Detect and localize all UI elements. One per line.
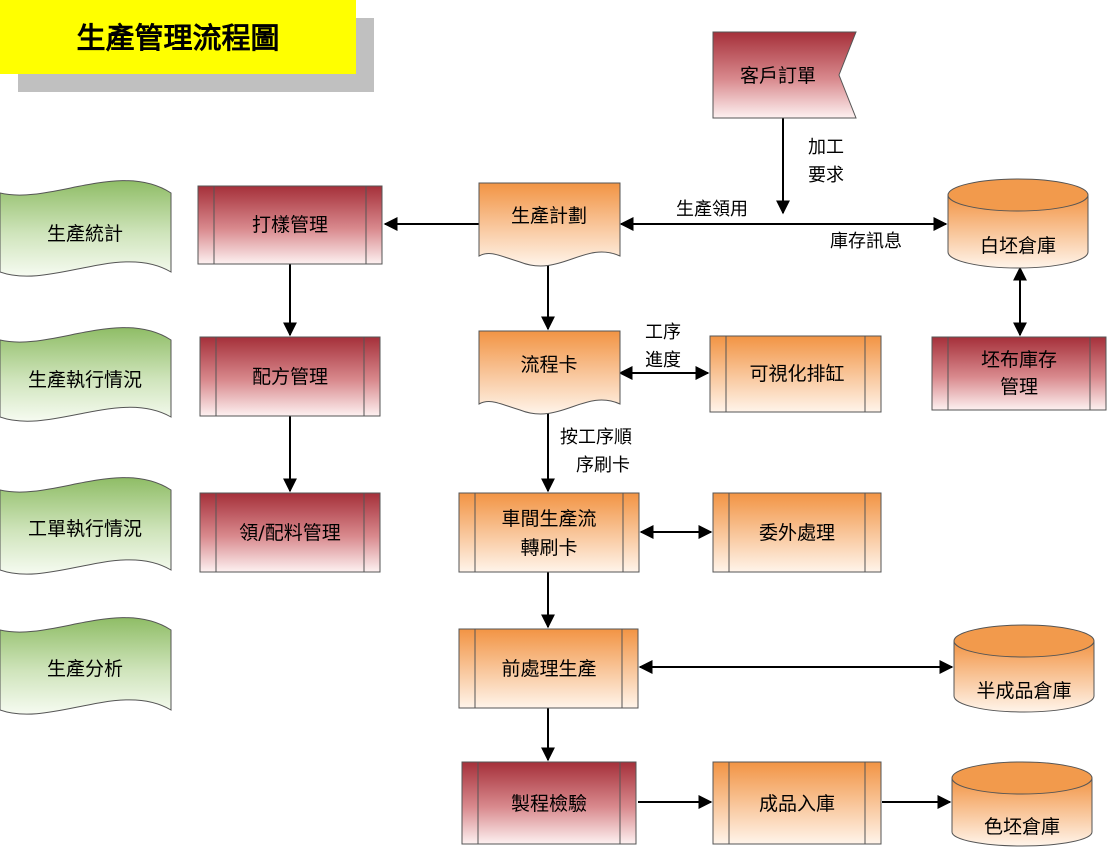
node-color-warehouse[interactable]: 色坯倉庫 — [951, 761, 1093, 847]
node-label: 半成品倉庫 — [976, 680, 1071, 702]
node-cap — [947, 178, 1089, 212]
node-visual-dyeing[interactable]: 可視化排缸 — [709, 335, 882, 413]
report-shape — [0, 327, 172, 422]
node-shape — [458, 492, 640, 573]
edge-label-production-use: 生產領用 — [676, 199, 748, 220]
node-label: 生產計劃 — [511, 205, 587, 227]
report-label: 生產統計 — [47, 223, 123, 245]
edge-label-progress-1: 工序 — [645, 322, 681, 343]
report-label: 生產分析 — [47, 658, 123, 680]
node-shape — [458, 628, 639, 709]
node-recipe-mgmt[interactable]: 配方管理 — [199, 336, 381, 417]
node-shape — [461, 761, 637, 845]
node-shape — [709, 335, 882, 413]
edge-labels: 加工 要求 生產領用 庫存訊息 工序 進度 按工序順 序刷卡 — [560, 137, 902, 476]
report-statistics[interactable]: 生產統計 — [0, 180, 172, 277]
report-execution[interactable]: 生產執行情況 — [0, 327, 172, 422]
edge-label-inventory-info: 庫存訊息 — [830, 231, 902, 252]
node-shape — [478, 330, 621, 415]
edge-label-processing-2: 要求 — [808, 165, 844, 186]
node-finished-storage[interactable]: 成品入庫 — [712, 761, 882, 845]
node-label: 前處理生產 — [501, 658, 596, 680]
node-sampling-mgmt[interactable]: 打樣管理 — [197, 185, 383, 265]
node-shape — [712, 31, 857, 119]
node-label: 配方管理 — [252, 366, 328, 388]
node-label: 色坯倉庫 — [984, 816, 1060, 838]
edge-label-swipe-1: 按工序順 — [560, 427, 632, 448]
connectors — [283, 118, 1027, 809]
node-label: 可視化排缸 — [749, 363, 844, 385]
node-shape — [953, 640, 1095, 713]
node-pretreatment[interactable]: 前處理生產 — [458, 628, 639, 709]
edge-label-processing-1: 加工 — [808, 137, 844, 158]
node-shape — [951, 777, 1093, 847]
report-shape — [0, 180, 172, 277]
page-title: 生產管理流程圖 — [76, 21, 279, 55]
node-material-mgmt[interactable]: 領/配料管理 — [199, 492, 381, 573]
node-shape — [197, 185, 383, 265]
node-label: 製程檢驗 — [511, 793, 587, 815]
node-shape — [478, 182, 621, 267]
node-shape — [712, 492, 882, 573]
title-background — [0, 0, 356, 74]
edge-label-progress-2: 進度 — [645, 350, 681, 371]
node-greige-warehouse[interactable]: 白坯倉庫 — [947, 178, 1089, 269]
node-label: 車間生產流 — [501, 508, 596, 530]
report-label: 生產執行情況 — [28, 369, 142, 391]
report-shape — [0, 617, 172, 715]
node-shape — [199, 336, 381, 417]
title-banner: 生產管理流程圖 — [0, 0, 374, 92]
node-label: 打樣管理 — [252, 214, 328, 236]
node-label: 轉刷卡 — [520, 537, 577, 559]
node-cap — [953, 624, 1095, 658]
report-analysis[interactable]: 生產分析 — [0, 617, 172, 715]
node-customer-order[interactable]: 客戶訂單 — [712, 31, 857, 119]
report-work-order[interactable]: 工單執行情況 — [0, 477, 172, 575]
node-shape — [712, 761, 882, 845]
node-workshop[interactable]: 車間生產流 轉刷卡 — [458, 492, 640, 573]
node-flow-card[interactable]: 流程卡 — [478, 330, 621, 415]
node-greige-stock-mgmt[interactable]: 坯布庫存 管理 — [931, 336, 1107, 411]
edge-label-swipe-2: 序刷卡 — [576, 455, 630, 476]
node-cap — [951, 761, 1093, 795]
node-label: 客戶訂單 — [740, 65, 816, 87]
node-shape — [199, 492, 381, 573]
report-label: 工單執行情況 — [28, 518, 142, 540]
node-semi-warehouse[interactable]: 半成品倉庫 — [953, 624, 1095, 713]
node-label: 委外處理 — [759, 522, 835, 544]
node-outsourcing[interactable]: 委外處理 — [712, 492, 882, 573]
node-label: 領/配料管理 — [239, 522, 340, 544]
node-label: 流程卡 — [520, 354, 577, 376]
node-label: 坯布庫存 — [981, 349, 1057, 371]
node-shape — [947, 194, 1089, 269]
node-label: 白坯倉庫 — [980, 235, 1056, 257]
node-shape — [931, 336, 1107, 411]
node-production-plan[interactable]: 生產計劃 — [478, 182, 621, 267]
node-label: 成品入庫 — [759, 793, 835, 815]
node-process-inspection[interactable]: 製程檢驗 — [461, 761, 637, 845]
node-label: 管理 — [1000, 376, 1038, 398]
report-shape — [0, 477, 172, 575]
